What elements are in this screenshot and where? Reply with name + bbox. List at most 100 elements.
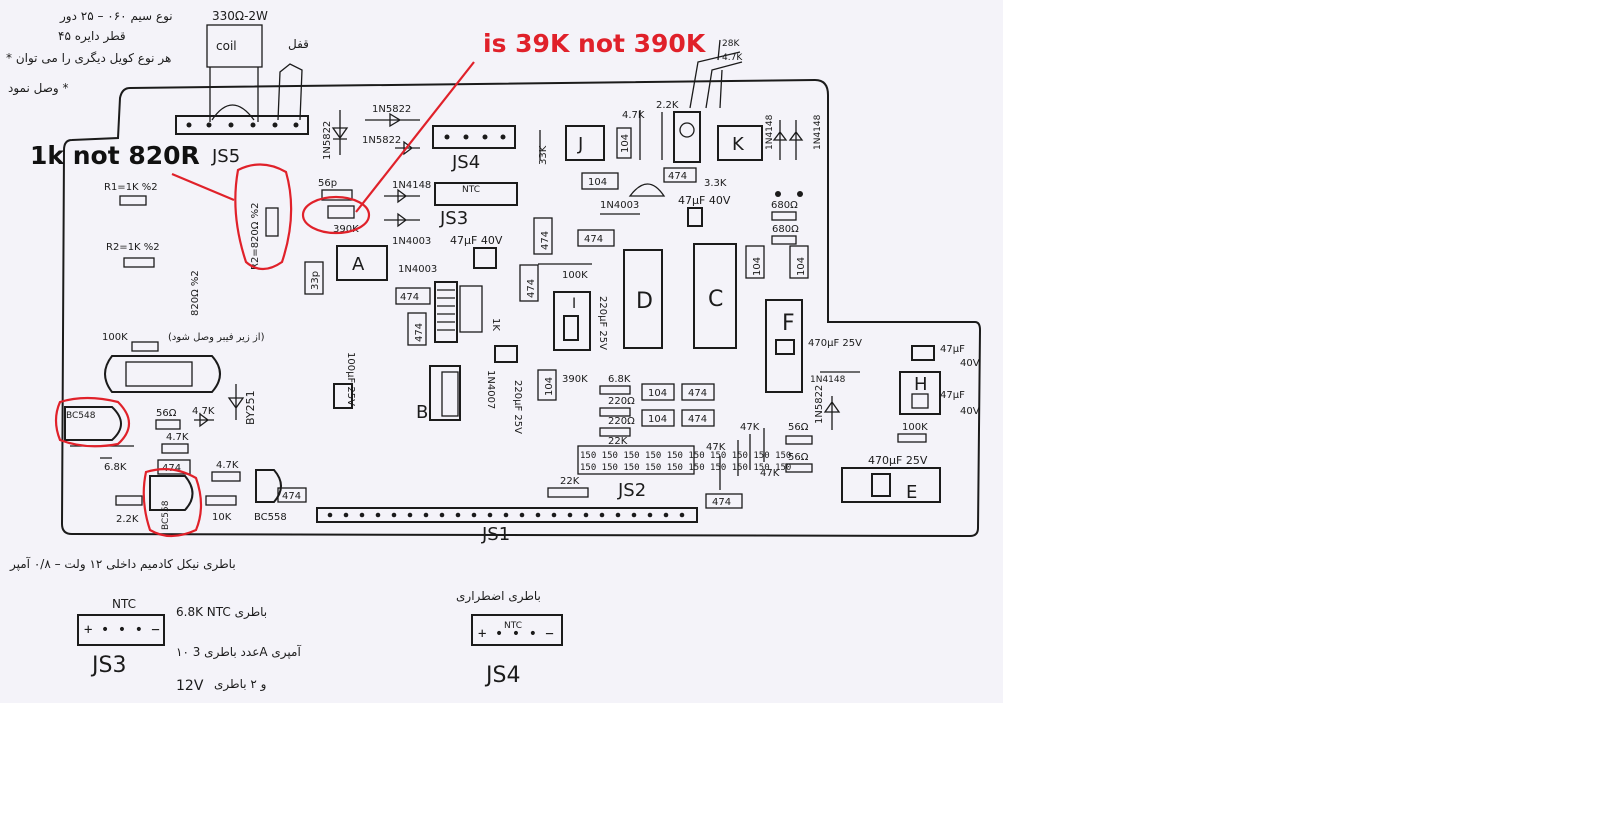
block-k: K [717,125,763,161]
r-680a-label: 680Ω [771,200,798,211]
c-474-grid-a: 474 [688,388,707,399]
annotation-390k-text: is 39K not 390K [483,29,707,58]
c-474f-label: 474 [668,171,687,182]
r-56c-label: 56Ω [788,452,809,463]
r-4k7b-label: 4.7K [192,406,215,417]
note-diameter: قطر دایره ۴۵ [58,29,126,44]
board-outline [60,78,982,538]
d-1n4003b-label: 1N4003 [398,264,437,275]
r-680b-label: 680Ω [772,224,799,235]
note-emergency-battery: باطری اضطراری [456,589,541,604]
r2-label: R2=1K %2 [106,242,160,253]
d-1n5822d-label: 1N5822 [814,385,825,424]
r-2k2a-label: 2.2K [656,100,679,111]
battery-holder [104,355,221,393]
bottom-notes: باطری نیکل کادمیم داخلی ۱۲ ولت – ۰/۸ آمپ… [9,556,563,694]
r-33k-label: 33K [538,145,549,165]
js4-bottom-ntc: NTC [504,621,522,631]
c-470uf-a-label: 470μF 25V [808,338,862,349]
js3-connector: NTC JS3 [434,182,518,229]
block-h: H [899,345,941,415]
block-f-label: F [782,311,795,336]
d-1n4148b-label: 1N4148 [813,114,823,150]
d-1n5819-label: 1N4148 [810,375,846,385]
r-100k-b-label: 100K [102,332,128,343]
r-47k-b-label: 47K [740,422,760,433]
lock-label: قفل [288,37,309,51]
by251-label: BY251 [244,390,257,425]
note-nicad: باطری نیکل کادمیم داخلی ۱۲ ولت – ۰/۸ آمپ… [9,556,236,572]
r-100k-a-label: 100K [562,270,588,281]
js4-connector: JS4 [432,125,516,173]
js2-label: JS2 [617,480,646,501]
c-47uf-d-label: 47μF [940,390,965,401]
js3-ntc-label: NTC [462,185,480,195]
red-annotation-390k: is 39K not 390K [301,29,707,235]
block-b: B [416,365,461,423]
pot-4k7-label: 4.7K [722,53,743,63]
note-coil-any: * هر نوع کویل دیگری را می توان [6,51,171,66]
js3-bottom-ntc: NTC [112,597,136,611]
r-390k-b-label: 390K [562,374,588,385]
block-j-label: J [577,134,583,155]
d-1n4003c-label: 1N4003 [600,200,639,211]
r-220b-label: 220Ω [608,416,635,427]
red-highlight-bc548 [54,396,131,448]
coil-resistor-label: 330Ω-2W [212,9,268,23]
c-474a-label: 474 [584,234,603,245]
r-470-label: 4.7K [166,432,189,443]
c-47uf-40v-b-label: 47μF 40V [678,194,731,207]
r-820b-label: 820Ω %2 [190,270,201,316]
scanned-schematic [0,0,1003,703]
r-100k-c-label: 100K [902,422,928,433]
r-22k-label: 22K [560,476,580,487]
c-47uf-40v-a-label: 47μF 40V [450,234,503,247]
c-474e-label: 474 [414,323,425,342]
c-474-bottom-label: 474 [712,497,731,508]
js4-bottom-label: JS4 [484,663,520,688]
c-104d-label: 104 [796,257,807,276]
note-battery-volt: 12V [176,678,204,694]
note-ntc-battery: 6.8K NTC باطری [176,605,267,620]
c-104c-label: 104 [752,257,763,276]
c-33p-label: 33p [310,271,321,290]
r-10k-label: 10K [212,512,232,523]
r-220a-label: 220Ω [608,396,635,407]
r-6k8a-label: 6.8K [104,462,127,473]
c-104e-label: 104 [544,377,555,396]
r-4k7-bottom-label: 4.7K [216,460,239,471]
block-e-label: E [906,482,917,503]
c-474c-label: 474 [526,279,537,298]
note-wire: نوع سیم ۰۶۰ – ۲۵ دور [59,9,173,24]
r-47k-c-label: 47K [760,468,780,479]
transistor-bc558a: BC558 [149,475,194,530]
c-104-grid-a: 104 [648,388,667,399]
r-56a-label: 56Ω [156,408,177,419]
transistor-bc548: BC548 [64,406,122,441]
coil-label: coil [216,39,237,53]
js1-label: JS1 [481,524,510,545]
d2-label: 1N5822 [372,104,411,115]
block-e: E 470μF 25V [841,454,941,503]
block-a: A [336,245,388,281]
c-104-grid-b: 104 [648,414,667,425]
block-k-label: K [732,134,745,155]
note-battery-count: ۱۰ عدد باطری 3A آمپری [176,644,301,660]
c-220uf-a-label: 220μF 25V [597,296,608,350]
r-22k-b-label: 22K [608,436,628,447]
c-104a-label: 104 [620,134,631,153]
d-1n4003a-label: 1N4003 [392,236,431,247]
js4-label: JS4 [451,152,480,173]
js2-connector: 150 150 150 150 150 150 150 150 150 150 … [577,445,791,501]
r-3k3-label: 3.3K [704,178,727,189]
annotation-r2-text: 1k not 820R [30,141,200,170]
diode-group-1n5822: 1N5822 1N5822 1N5822 [322,104,420,160]
d-1n4148c-label: 1N4148 [392,180,431,191]
regulator-heatsink: 1K [434,281,501,343]
block-d: D [623,249,663,349]
block-i-label: I [572,296,576,312]
v-40b-label: 40V [960,406,980,417]
diode-pair-1n4148: 1N4148 1N4148 [765,114,823,160]
c-56p-label: 56p [318,178,337,189]
